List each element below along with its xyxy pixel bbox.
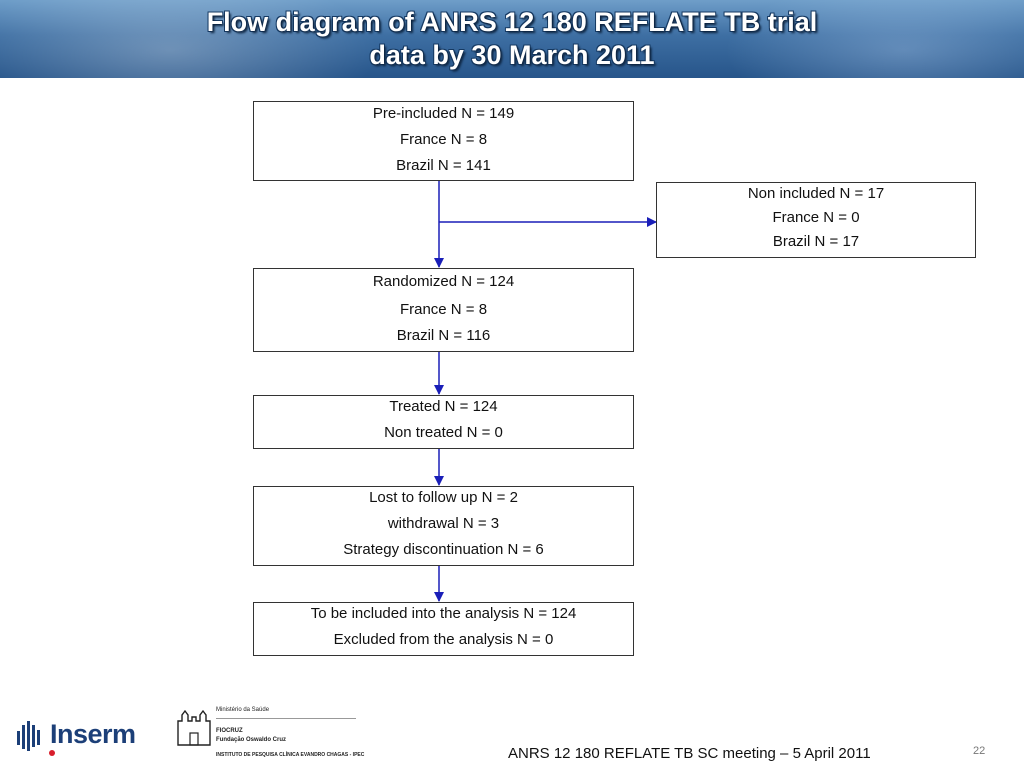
inserm-wordmark: Inserm	[50, 719, 136, 749]
box-treated: Treated N = 124 Non treated N = 0	[253, 395, 634, 449]
included-in-analysis: To be included into the analysis N = 124	[310, 605, 577, 622]
withdrawal: withdrawal N = 3	[387, 515, 500, 532]
pre-included-france: France N = 8	[399, 131, 488, 148]
non-included-brazil: Brazil N = 17	[772, 233, 860, 250]
randomized-total: Randomized N = 124	[372, 273, 515, 290]
non-treated-total: Non treated N = 0	[384, 424, 503, 441]
footer-meeting-text: ANRS 12 180 REFLATE TB SC meeting – 5 Ap…	[508, 745, 871, 762]
banner-glow	[724, 0, 1024, 78]
pre-included-total: Pre-included N = 149	[372, 105, 515, 122]
strategy-discontinuation: Strategy discontinuation N = 6	[343, 541, 544, 558]
fiocruz-castle-icon	[177, 709, 211, 746]
title-line-1: Flow diagram of ANRS 12 180 REFLATE TB t…	[206, 7, 818, 37]
fundacao-label: Fundação Oswaldo Cruz	[216, 737, 287, 743]
randomized-brazil: Brazil N = 116	[396, 327, 491, 344]
title-line-2: data by 30 March 2011	[369, 40, 655, 70]
institute-label: INSTITUTO DE PESQUISA CLÍNICA EVANDRO CH…	[216, 752, 365, 758]
inserm-logo-icon	[17, 721, 55, 756]
excluded-from-analysis: Excluded from the analysis N = 0	[333, 631, 554, 648]
slide-title: Flow diagram of ANRS 12 180 REFLATE TB t…	[0, 6, 1024, 72]
logo-divider	[216, 718, 356, 719]
title-banner: Flow diagram of ANRS 12 180 REFLATE TB t…	[0, 0, 1024, 78]
non-included-total: Non included N = 17	[747, 185, 885, 202]
box-pre-included: Pre-included N = 149 France N = 8 Brazil…	[253, 101, 634, 181]
pre-included-brazil: Brazil N = 141	[396, 157, 491, 174]
lost-to-follow-up: Lost to follow up N = 2	[369, 489, 518, 506]
box-lost-withdrawal: Lost to follow up N = 2 withdrawal N = 3…	[253, 486, 634, 566]
banner-glow	[0, 0, 380, 78]
non-included-france: France N = 0	[772, 209, 860, 226]
box-analysis: To be included into the analysis N = 124…	[253, 602, 634, 656]
randomized-france: France N = 8	[399, 301, 488, 318]
ministry-label: Ministério da Saúde	[216, 707, 270, 713]
fiocruz-label: FIOCRUZ	[216, 728, 243, 734]
treated-total: Treated N = 124	[389, 398, 498, 415]
box-randomized: Randomized N = 124 France N = 8 Brazil N…	[253, 268, 634, 352]
page-number: 22	[973, 745, 986, 757]
box-non-included: Non included N = 17 France N = 0 Brazil …	[656, 182, 976, 258]
